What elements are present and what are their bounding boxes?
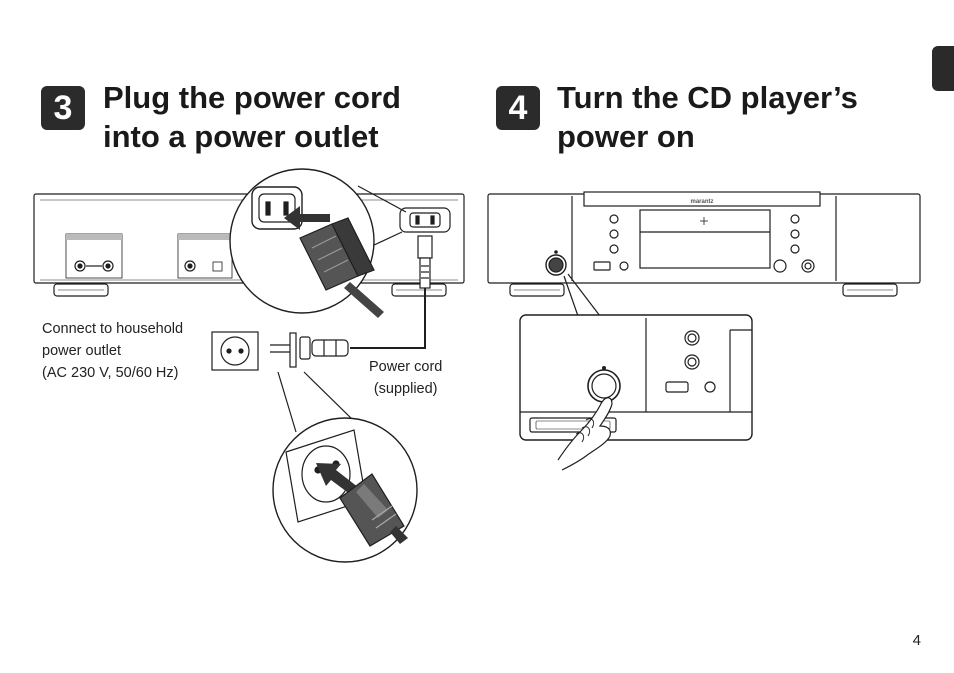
power-plug-icon xyxy=(299,217,384,318)
step-4-badge: 4 xyxy=(496,86,540,130)
cord-caption-line-1: Power cord xyxy=(369,359,443,375)
outlet-caption-line-3: (AC 230 V, 50/60 Hz) xyxy=(42,365,179,381)
cord-caption: Power cord (supplied) xyxy=(369,356,442,400)
inlet-magnifier xyxy=(229,168,407,318)
section-tab xyxy=(932,46,954,91)
cord-caption-line-2: (supplied) xyxy=(373,381,438,397)
outlet-caption-line-2: power outlet xyxy=(42,343,121,359)
page-number: 4 xyxy=(912,632,921,649)
socket-magnifier xyxy=(272,371,418,563)
wall-socket-icon xyxy=(211,331,259,371)
outlet-caption-line-1: Connect to household xyxy=(42,321,184,337)
step-4-title: Turn the CD player’s power on xyxy=(557,78,858,156)
outlet-caption: Connect to household power outlet (AC 23… xyxy=(42,318,183,384)
step-3-title-line-1: Plug the power cord xyxy=(103,80,401,115)
brand-logo: marantz xyxy=(690,199,713,205)
step-4-title-line-1: Turn the CD player’s xyxy=(557,80,858,115)
power-button-icon xyxy=(587,366,621,403)
step-3-badge: 3 xyxy=(41,86,85,130)
power-cord xyxy=(270,235,433,368)
power-button-zoom xyxy=(519,314,753,441)
step-3-title: Plug the power cord into a power outlet xyxy=(103,78,401,156)
step-3-title-line-2: into a power outlet xyxy=(103,119,379,154)
hand-pressing-icon xyxy=(557,397,613,471)
step-4-title-line-2: power on xyxy=(557,119,695,154)
front-panel: marantz xyxy=(487,191,921,297)
